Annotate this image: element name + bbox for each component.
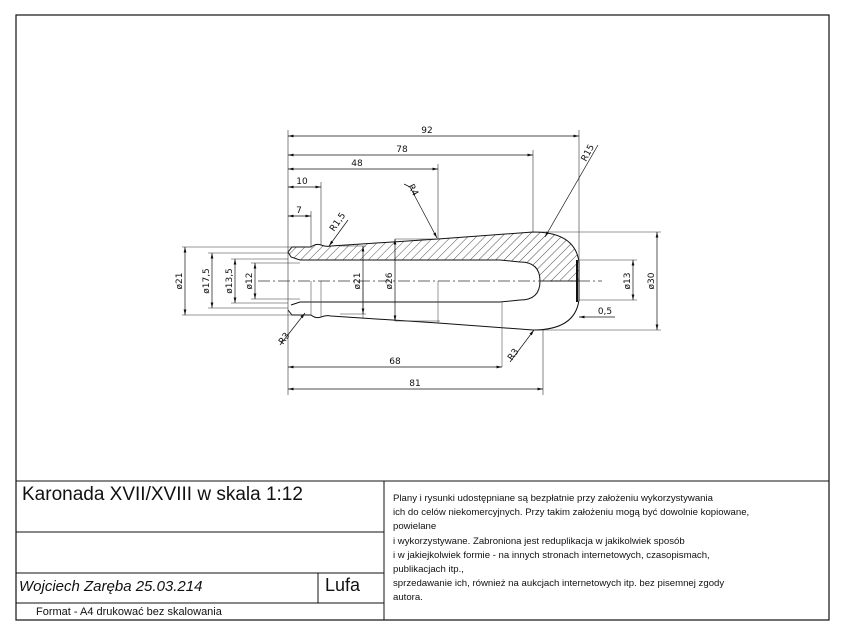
dim-dia12: ø12 <box>245 273 255 290</box>
dim-68: 68 <box>389 357 401 367</box>
format-note: Format - A4 drukować bez skalowania <box>36 606 222 618</box>
dim-dia26: ø26 <box>385 272 395 289</box>
copyright-notice: Plany i rysunki udostępniane są bezpłatn… <box>393 492 823 606</box>
barrel-section <box>258 231 602 367</box>
dim-92: 92 <box>421 126 432 136</box>
drawing-title: Karonada XVII/XVIII w skala 1:12 <box>22 484 303 505</box>
dim-78: 78 <box>396 145 408 155</box>
extension-lines <box>182 130 661 395</box>
dim-dia30: ø30 <box>647 272 657 289</box>
hatched-section <box>287 231 580 282</box>
bore-bottom <box>290 280 541 306</box>
notice-line: i w jakiejkolwiek formie - na innych str… <box>393 549 710 561</box>
notice-line: i wykorzystywane. Zabroniona jest redupl… <box>393 535 685 547</box>
title-block-grid <box>16 480 829 620</box>
radius-r3-left: R3 <box>277 331 292 347</box>
outer-profile-bottom <box>287 281 580 331</box>
radius-r4: R4 <box>405 183 420 199</box>
dim-0-5: 0,5 <box>598 307 612 317</box>
radius-r1-5: R1,5 <box>328 211 348 234</box>
dim-7: 7 <box>296 206 302 216</box>
notice-line: autora. <box>393 592 423 604</box>
notice-line: ich do celów niekomercyjnych. Przy takim… <box>393 507 750 519</box>
dim-dia13: ø13 <box>623 273 633 290</box>
dim-81: 81 <box>409 379 420 389</box>
radius-r15: R15 <box>580 143 597 163</box>
dim-48: 48 <box>351 159 363 169</box>
notice-line: publikacjach itp., <box>393 564 464 576</box>
dim-10: 10 <box>296 177 308 187</box>
dim-dia21-left: ø21 <box>175 273 185 290</box>
dimension-lines <box>183 134 659 391</box>
notice-line: Plany i rysunki udostępniane są bezpłatn… <box>393 493 713 504</box>
notice-line: sprzedawanie ich, również na aukcjach in… <box>393 578 725 590</box>
author-date: Wojciech Zaręba 25.03.214 <box>19 578 203 595</box>
dimension-labels: 92 78 48 10 7 68 81 0,5 ø21 ø17,5 ø13,5 … <box>175 126 657 389</box>
sheet-border <box>15 14 830 621</box>
part-name: Lufa <box>325 575 361 595</box>
dim-dia13-5: ø13,5 <box>225 268 235 294</box>
dim-dia21-mid: ø21 <box>353 273 363 290</box>
dim-dia17-5: ø17,5 <box>202 268 212 294</box>
notice-line: powielane <box>393 521 437 533</box>
